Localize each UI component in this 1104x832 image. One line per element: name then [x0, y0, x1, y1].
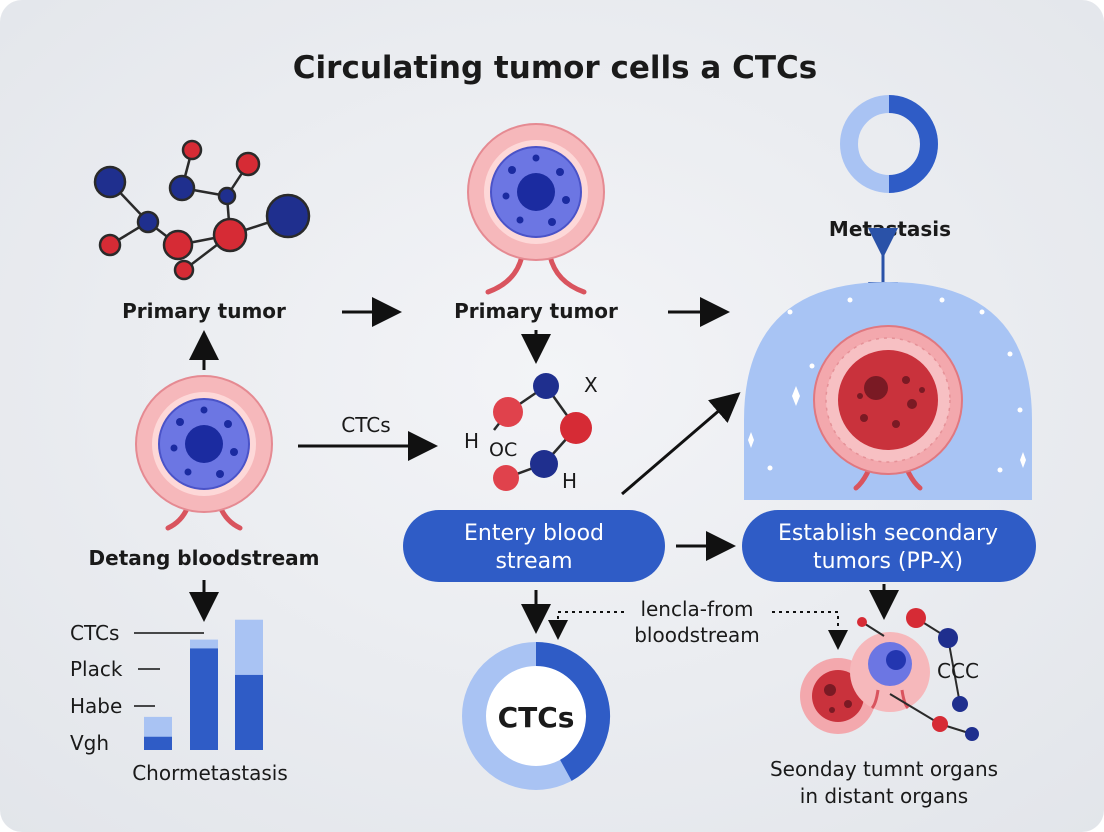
chem-atom-4: [530, 450, 558, 478]
metastasis-label: Metastasis: [829, 217, 951, 241]
detang-label: Detang bloodstream: [89, 546, 320, 570]
chem-label-h2: H: [562, 469, 577, 493]
bar-category-2: Habe: [70, 694, 122, 718]
tumor-cell-top-center: [467, 123, 605, 295]
donut-top-dark-arc: [888, 95, 938, 193]
chem-label-x: X: [584, 373, 598, 397]
chem-atom-1: [493, 397, 523, 427]
lencla-label-line2: bloodstream: [634, 623, 760, 647]
svg-text:stream: stream: [495, 549, 572, 574]
primary-tumor-left-label: Primary tumor: [122, 299, 286, 323]
donut-top-right: [840, 95, 938, 193]
seonday-label-line2: in distant organs: [800, 784, 968, 808]
bar-category-3: Vgh: [70, 731, 109, 755]
molecule-top-left: [93, 139, 311, 281]
bar-category-1: Plack: [70, 657, 123, 681]
svg-text:Entery blood: Entery blood: [464, 521, 604, 546]
ccc-label: CCC: [937, 659, 979, 683]
chem-atom-5: [493, 465, 519, 491]
chem-atom-2: [533, 373, 559, 399]
lencla-label-line1: lencla-from: [640, 597, 753, 621]
bar-dark-2: [235, 674, 263, 750]
tumor-cell-left: [135, 375, 273, 531]
donut-bottom: CTCs: [462, 642, 610, 790]
bar-dark-1: [190, 648, 218, 750]
primary-tumor-center-label: Primary tumor: [454, 299, 618, 323]
bar-dark-0: [144, 736, 172, 750]
secondary-tumor-cluster: [800, 608, 979, 741]
seonday-label-line1: Seonday tumnt organs: [770, 757, 998, 781]
entery-bloodstream-pill: Entery blood stream: [403, 510, 665, 582]
ctcs-arrow-label: CTCs: [341, 413, 390, 437]
diagram-title: Circulating tumor cells a CTCs: [293, 50, 817, 86]
chem-label-h1: H: [464, 429, 479, 453]
chem-label-oc: OC: [489, 439, 517, 461]
bar-chart-xlabel: Chormetastasis: [132, 761, 288, 785]
chem-atom-3: [560, 412, 592, 444]
donut-center-label: CTCs: [498, 701, 575, 734]
svg-text:Establish secondary: Establish secondary: [778, 521, 998, 546]
svg-text:tumors (PP-X): tumors (PP-X): [813, 549, 963, 574]
flow-arrows: [189, 297, 899, 634]
donut-bottom-dark-arc: [535, 642, 610, 781]
metastatic-cell: [813, 325, 963, 491]
dotted-arrows: [548, 611, 848, 650]
bar-category-0: CTCs: [70, 621, 119, 645]
establish-secondary-pill: Establish secondary tumors (PP-X): [742, 510, 1036, 582]
